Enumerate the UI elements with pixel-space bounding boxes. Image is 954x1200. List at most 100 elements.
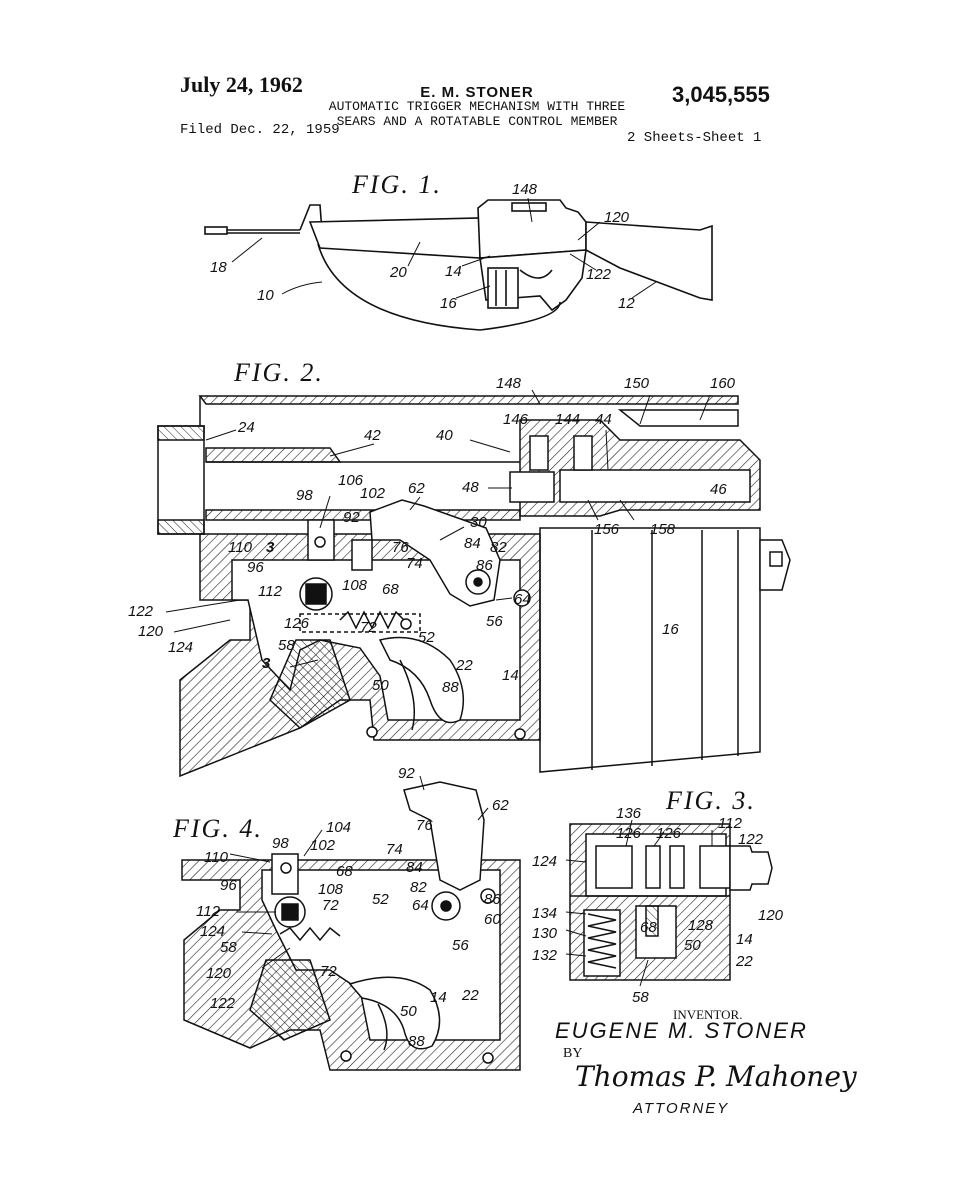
fig1-ref: 14	[445, 263, 462, 280]
fig2-ref: 30	[470, 514, 487, 531]
fig4-ref: 122	[210, 995, 236, 1012]
fig4-ref: 50	[400, 1003, 417, 1020]
fig4-ref: 74	[386, 841, 403, 858]
fig2-ref: 146	[503, 411, 529, 428]
fig4-ref: 92	[398, 765, 415, 782]
fig2-ref: 44	[595, 411, 612, 428]
fig4-ref: 120	[206, 965, 232, 982]
fig2-ref: 50	[372, 677, 389, 694]
attorney-signature: Thomas P. Mahoney	[575, 1060, 857, 1093]
fig3-ref: 124	[532, 853, 557, 870]
fig4-ref: 112	[196, 903, 221, 920]
fig1-label: FIG. 1.	[352, 170, 442, 199]
fig2-ref: 74	[406, 555, 423, 572]
fig3-reference-numerals: 136 126 126 112 122 124 134 130 132 68 1…	[532, 805, 784, 1006]
fig4-ref: 88	[408, 1033, 425, 1050]
fig4-ref: 124	[200, 923, 225, 940]
fig4-ref: 68	[336, 863, 353, 880]
fig2-ref: 24	[237, 419, 255, 436]
fig3-section-drawing	[569, 823, 773, 981]
fig4-ref: 108	[318, 881, 344, 898]
fig3-ref: 14	[736, 931, 753, 948]
fig2-ref: 126	[284, 615, 310, 632]
fig3-ref: 136	[616, 805, 642, 822]
fig1-ref: 10	[257, 287, 274, 304]
fig3-ref: 120	[758, 907, 784, 924]
fig2-ref: 84	[464, 535, 481, 552]
fig1-ref: 18	[210, 259, 227, 276]
attorney-caption: ATTORNEY	[633, 1100, 730, 1117]
patent-number: 3,045,555	[672, 82, 770, 107]
fig4-ref: 14	[430, 989, 447, 1006]
fig4-ref: 96	[220, 877, 237, 894]
fig2-ref: 3	[262, 655, 271, 672]
fig4-ref: 22	[461, 987, 479, 1004]
fig3-ref: 50	[684, 937, 701, 954]
fig3-ref: 22	[735, 953, 753, 970]
fig4-ref: 102	[310, 837, 336, 854]
fig2-ref: 106	[338, 472, 364, 489]
fig4-ref: 84	[406, 859, 423, 876]
patent-title-line2: SEARS AND A ROTATABLE CONTROL MEMBER	[336, 114, 618, 129]
fig2-ref: 62	[408, 480, 425, 497]
fig2-ref: 76	[392, 539, 409, 556]
fig3-ref: 122	[738, 831, 764, 848]
fig2-ref: 144	[555, 411, 580, 428]
fig2-ref: 88	[442, 679, 459, 696]
fig2-ref: 14	[502, 667, 519, 684]
fig4-ref: 110	[204, 849, 229, 866]
filed-date: Filed Dec. 22, 1959	[180, 122, 340, 138]
fig3-ref: 126	[616, 825, 642, 842]
fig4-ref: 104	[326, 819, 351, 836]
fig2-ref: 160	[710, 375, 736, 392]
fig2-ref: 96	[247, 559, 264, 576]
fig2-ref: 148	[496, 375, 522, 392]
fig4-reference-numerals: 92 62 104 76 98 102 110 74 68 96 108 84 …	[196, 765, 509, 1050]
fig2-ref: 120	[138, 623, 164, 640]
fig4-ref: 72	[322, 897, 339, 914]
fig3-ref: 112	[718, 815, 743, 832]
fig2-ref: 56	[486, 613, 503, 630]
fig2-ref: 124	[168, 639, 193, 656]
fig2-ref: 42	[364, 427, 381, 444]
fig1-reference-numerals: 148 120 18 20 14 122 10 16 12	[210, 181, 635, 312]
fig2-ref: 112	[258, 583, 283, 600]
sheet-count: 2 Sheets-Sheet 1	[627, 130, 762, 146]
fig3-ref: 58	[632, 989, 649, 1006]
fig3-ref: 128	[688, 917, 714, 934]
fig1-ref: 120	[604, 209, 630, 226]
fig2-ref: 102	[360, 485, 386, 502]
fig3-leader-lines	[565, 819, 713, 987]
fig4-ref: 58	[220, 939, 237, 956]
fig3-label: FIG. 3.	[666, 786, 756, 815]
fig2-ref: 122	[128, 603, 154, 620]
patent-date: July 24, 1962	[180, 72, 303, 97]
fig4-ref: 56	[452, 937, 469, 954]
inventor-heading: E. M. STONER	[420, 84, 534, 101]
fig3-ref: 126	[656, 825, 682, 842]
fig4-ref: 64	[412, 897, 429, 914]
fig4-ref: 60	[484, 911, 501, 928]
fig2-section-drawing	[157, 395, 791, 778]
fig2-ref: 156	[594, 521, 620, 538]
fig2-ref: 150	[624, 375, 650, 392]
fig2-ref: 3	[266, 539, 275, 556]
fig2-leader-lines	[165, 389, 711, 668]
fig1-rifle-drawing	[204, 199, 713, 331]
fig3-ref: 68	[640, 919, 657, 936]
fig4-label: FIG. 4.	[173, 814, 263, 843]
by-label: BY	[563, 1046, 583, 1061]
fig2-ref: 68	[382, 581, 399, 598]
fig2-ref: 22	[455, 657, 473, 674]
patent-title: AUTOMATIC TRIGGER MECHANISM WITH THREE S…	[0, 99, 954, 129]
fig4-ref: 62	[492, 797, 509, 814]
fig1-ref: 122	[586, 266, 612, 283]
fig2-ref: 72	[360, 619, 377, 636]
fig4-ref: 82	[410, 879, 427, 896]
fig3-ref: 132	[532, 947, 558, 964]
fig3-ref: 130	[532, 925, 558, 942]
fig2-ref: 64	[514, 591, 531, 608]
inventor-caption: INVENTOR.	[673, 1007, 743, 1022]
fig2-ref: 58	[278, 637, 295, 654]
